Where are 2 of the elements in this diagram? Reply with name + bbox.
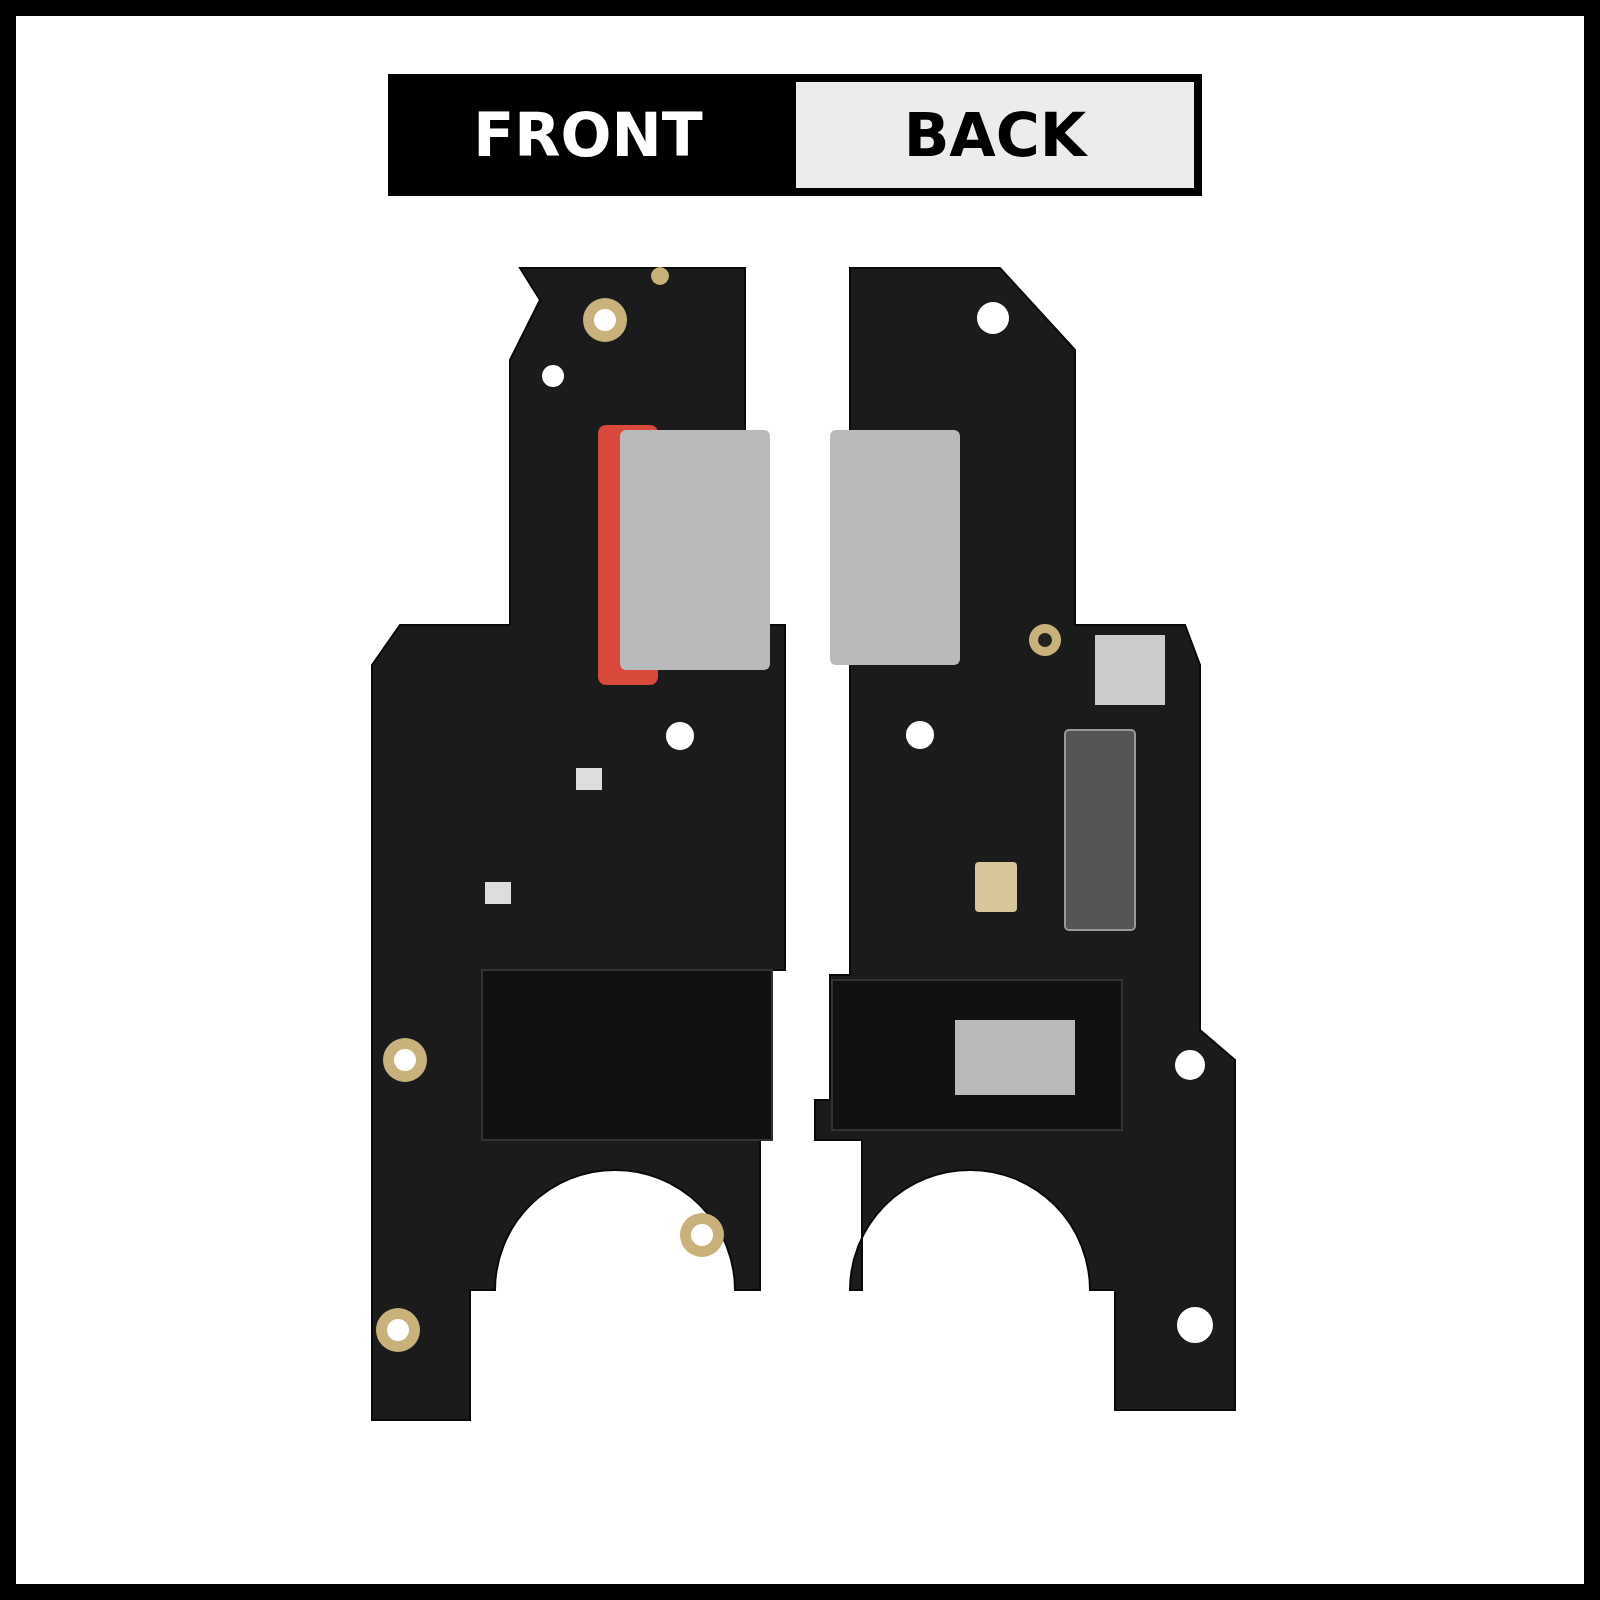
view-tab: FRONT: [388, 74, 788, 196]
view-tab: BACK: [788, 74, 1202, 196]
